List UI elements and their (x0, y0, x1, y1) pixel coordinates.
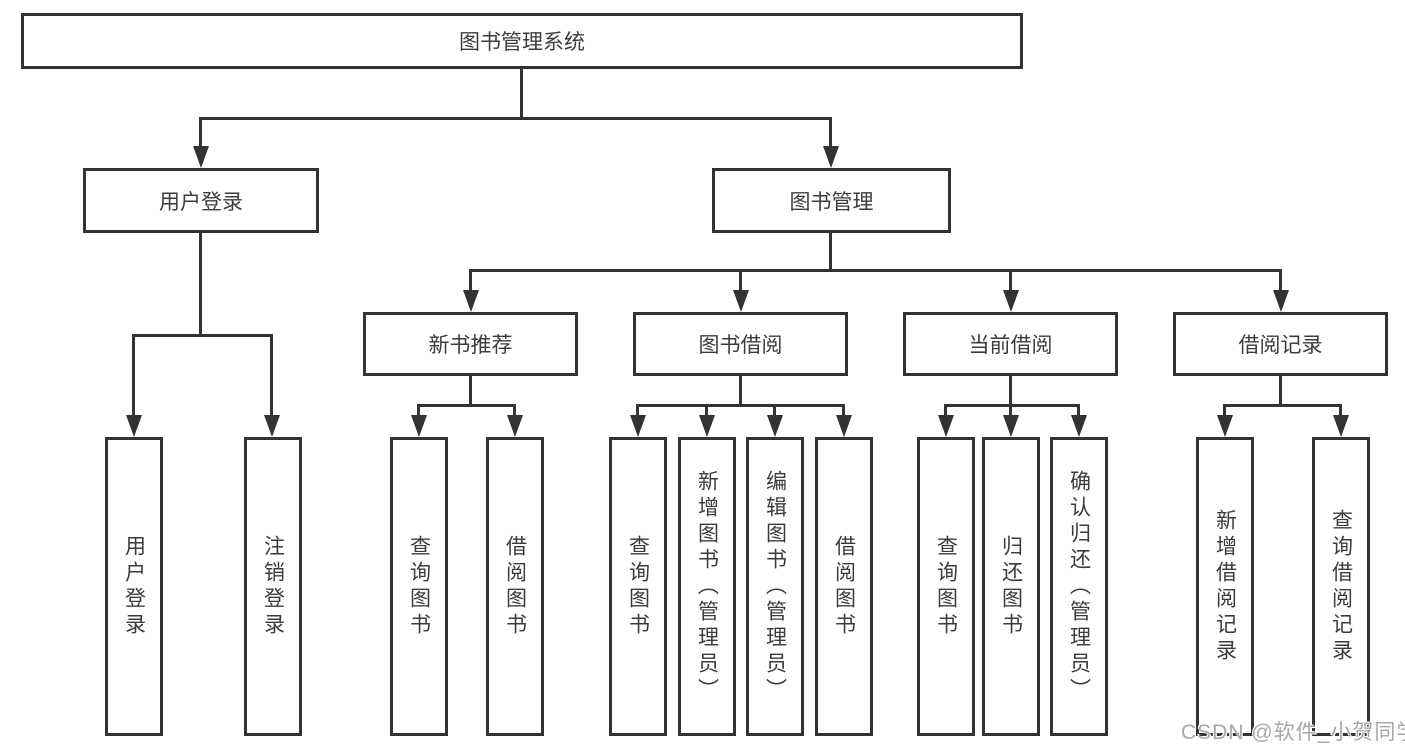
connector-group2-c3-stem (773, 404, 776, 419)
connector-group3-c1-stem (944, 404, 947, 419)
leaf-query-books-2: 查询图书 (609, 437, 667, 736)
leaf-query-books-1: 查询图书 (390, 437, 448, 736)
arrow-to-borrow-records (1273, 290, 1289, 312)
arrow-to-current-borrow (1003, 290, 1019, 312)
connector-group2-stem (739, 376, 742, 406)
connector-root-left-stem (199, 117, 202, 150)
arrow-to-leaf-user-login (126, 415, 142, 437)
node-new-book-recommend: 新书推荐 (363, 312, 578, 376)
connector-group2-hbar (636, 404, 845, 407)
connector-group1-hbar (417, 404, 516, 407)
leaf-query-books-3: 查询图书 (917, 437, 975, 736)
node-current-borrow: 当前借阅 (903, 312, 1118, 376)
node-book-management: 图书管理 (712, 168, 951, 233)
node-root: 图书管理系统 (21, 13, 1023, 69)
arrow-to-book-management (823, 146, 839, 168)
connector-root-stem (520, 69, 523, 119)
connector-group4-hbar (1223, 404, 1342, 407)
arrow-to-book-borrow (733, 290, 749, 312)
arrow-to-new-book-recommend (463, 290, 479, 312)
connector-group2-c2-stem (705, 404, 708, 419)
connector-bookmgmt-c3-stem (1009, 269, 1012, 294)
arrow-to-query-books-2 (630, 415, 646, 437)
leaf-add-book-admin: 新增图书（管理员） (678, 437, 736, 736)
connector-group1-c2-stem (513, 404, 516, 419)
connector-userlogin-hbar (132, 334, 273, 337)
node-borrow-records: 借阅记录 (1173, 312, 1388, 376)
node-user-login: 用户登录 (83, 168, 319, 233)
connector-group4-c2-stem (1339, 404, 1342, 419)
connector-root-right-stem (829, 117, 832, 150)
connector-group3-c2-stem (1009, 404, 1012, 419)
connector-group2-c1-stem (636, 404, 639, 419)
arrow-to-query-books-1 (411, 415, 427, 437)
arrow-to-add-borrow-record (1217, 415, 1233, 437)
connector-userlogin-c2-stem (270, 334, 273, 419)
connector-root-hbar (199, 117, 832, 120)
arrow-to-query-borrow-record (1333, 415, 1349, 437)
leaf-edit-book-admin: 编辑图书（管理员） (746, 437, 804, 736)
arrow-to-query-books-3 (938, 415, 954, 437)
connector-userlogin-c1-stem (132, 334, 135, 419)
connector-group1-stem (469, 376, 472, 406)
arrow-to-confirm-return-admin (1071, 415, 1087, 437)
leaf-borrow-books-2: 借阅图书 (815, 437, 873, 736)
csdn-watermark: CSDN @软件_小贺同学 (1181, 721, 1405, 744)
connector-group3-stem (1009, 376, 1012, 406)
arrow-to-edit-book-admin (767, 415, 783, 437)
connector-group1-c1-stem (417, 404, 420, 419)
leaf-confirm-return-admin: 确认归还（管理员） (1050, 437, 1108, 736)
leaf-user-login: 用户登录 (105, 437, 163, 736)
leaf-add-borrow-record: 新增借阅记录 (1196, 437, 1254, 736)
connector-group4-stem (1279, 376, 1282, 406)
connector-group2-c4-stem (842, 404, 845, 419)
connector-group4-c1-stem (1223, 404, 1226, 419)
connector-bookmgmt-hbar (469, 269, 1282, 272)
arrow-to-add-book-admin (699, 415, 715, 437)
connector-group3-hbar (944, 404, 1080, 407)
connector-userlogin-stem (199, 233, 202, 336)
arrow-to-borrow-books-2 (836, 415, 852, 437)
leaf-query-borrow-record: 查询借阅记录 (1312, 437, 1370, 736)
connector-bookmgmt-c2-stem (739, 269, 742, 294)
leaf-logout: 注销登录 (244, 437, 302, 736)
connector-bookmgmt-c1-stem (469, 269, 472, 294)
node-book-borrow: 图书借阅 (633, 312, 848, 376)
connector-group3-c3-stem (1077, 404, 1080, 419)
arrow-to-borrow-books-1 (507, 415, 523, 437)
leaf-borrow-books-1: 借阅图书 (486, 437, 544, 736)
connector-bookmgmt-stem (829, 233, 832, 271)
arrow-to-return-book (1003, 415, 1019, 437)
leaf-return-book: 归还图书 (982, 437, 1040, 736)
connector-bookmgmt-c4-stem (1279, 269, 1282, 294)
arrow-to-user-login (193, 146, 209, 168)
arrow-to-leaf-logout (264, 415, 280, 437)
